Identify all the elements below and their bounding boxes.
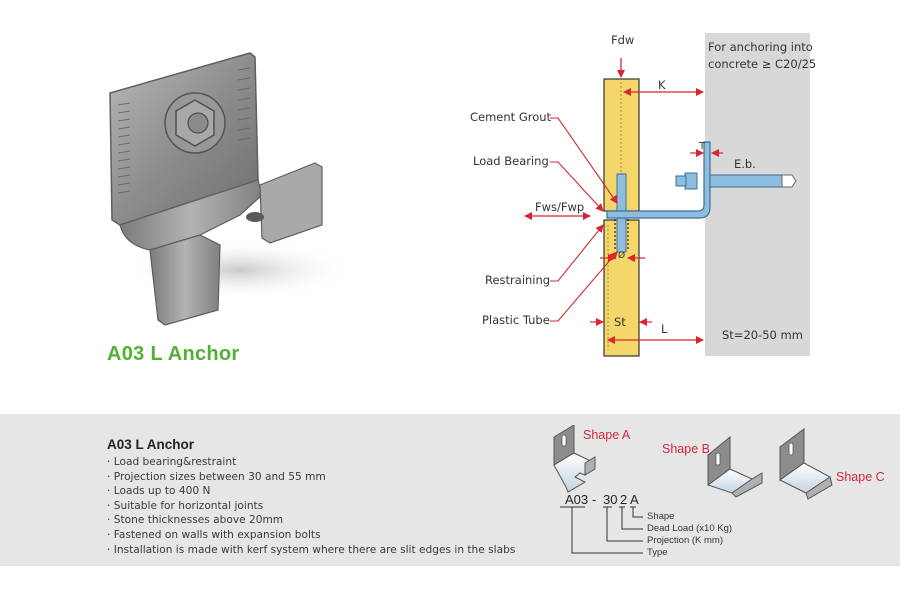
legend-projection: Projection (K mm) bbox=[647, 535, 724, 546]
bolt-nut bbox=[684, 172, 698, 190]
cement-grout-leader bbox=[550, 117, 618, 204]
t-label: T bbox=[699, 141, 706, 152]
anchor-right-tab bbox=[259, 162, 323, 244]
feature-item: Projection sizes between 30 and 55 mm bbox=[107, 470, 515, 485]
code-dead-load: 2 bbox=[620, 492, 628, 507]
diagram-drawing bbox=[524, 33, 810, 357]
diameter-label: Ø bbox=[618, 251, 626, 261]
shape-icons bbox=[553, 425, 833, 500]
st-range-label: St=20-50 mm bbox=[722, 328, 803, 342]
code-shape: A bbox=[630, 492, 639, 507]
bolt-head bbox=[675, 175, 687, 187]
feature-item: Installation is made with kerf system wh… bbox=[107, 543, 516, 558]
feature-item: Stone thicknesses above 20mm bbox=[107, 513, 515, 528]
expansion-bolt-label: E.b. bbox=[734, 157, 756, 171]
concrete-note-line1: For anchoring into bbox=[708, 40, 813, 54]
expansion-bolt-tip bbox=[781, 174, 797, 188]
feature-item: Load bearing&restraint bbox=[107, 455, 515, 470]
st-label: St bbox=[614, 315, 626, 329]
code-projection: 30 bbox=[603, 492, 618, 507]
feature-item: Fastened on walls with expansion bolts bbox=[107, 528, 515, 543]
legend-dead-load: Dead Load (x10 Kg) bbox=[647, 523, 733, 534]
bolt-end bbox=[187, 112, 209, 134]
restraining-leader bbox=[550, 224, 604, 282]
shape-a-icon bbox=[553, 425, 596, 493]
concrete-note-line2: concrete ≥ C20/25 bbox=[708, 57, 817, 71]
plastic-tube-label: Plastic Tube bbox=[482, 313, 550, 327]
shape-b-icon bbox=[706, 435, 763, 498]
plastic-tube-leader bbox=[550, 251, 618, 322]
l-label: L bbox=[661, 322, 668, 336]
anchor-notch bbox=[246, 212, 264, 222]
feature-list: Load bearing&restraint Projection sizes … bbox=[107, 455, 516, 558]
shape-b-label: Shape B bbox=[662, 442, 710, 456]
load-bearing-leader bbox=[550, 161, 604, 212]
code-legend-lines bbox=[560, 506, 643, 554]
feature-item: Loads up to 400 N bbox=[107, 484, 515, 499]
legend-type: Type bbox=[647, 547, 668, 558]
anchor-photo-illustration bbox=[109, 52, 355, 326]
product-photo bbox=[90, 45, 355, 335]
k-label: K bbox=[658, 78, 666, 92]
feature-item: Suitable for horizontal joints bbox=[107, 499, 515, 514]
concrete-wall bbox=[705, 33, 810, 356]
restraining-label: Restraining bbox=[485, 273, 551, 287]
shape-c-label: Shape C bbox=[836, 470, 885, 484]
shape-c-icon bbox=[779, 428, 833, 500]
load-bearing-label: Load Bearing bbox=[473, 154, 549, 168]
product-title: A03 L Anchor bbox=[107, 343, 240, 365]
code-type: A03 bbox=[565, 492, 589, 507]
cement-grout-label: Cement Grout bbox=[470, 110, 552, 124]
shape-a-label: Shape A bbox=[583, 428, 631, 442]
expansion-bolt bbox=[709, 174, 783, 188]
info-title: A03 L Anchor bbox=[107, 437, 195, 452]
l-bracket bbox=[606, 141, 711, 219]
installation-diagram: Fdw K For anchoring into concrete ≥ C20/… bbox=[440, 20, 900, 380]
load-bearing-pin bbox=[616, 173, 627, 215]
legend-shape: Shape bbox=[647, 511, 675, 522]
anchor-front-tab bbox=[149, 234, 221, 326]
fdw-label: Fdw bbox=[611, 33, 635, 47]
code-dash: - bbox=[592, 492, 597, 507]
anchor-bottom-plate bbox=[119, 179, 263, 251]
restraining-pin bbox=[616, 216, 627, 253]
fws-fwp-label: Fws/Fwp bbox=[535, 200, 585, 214]
